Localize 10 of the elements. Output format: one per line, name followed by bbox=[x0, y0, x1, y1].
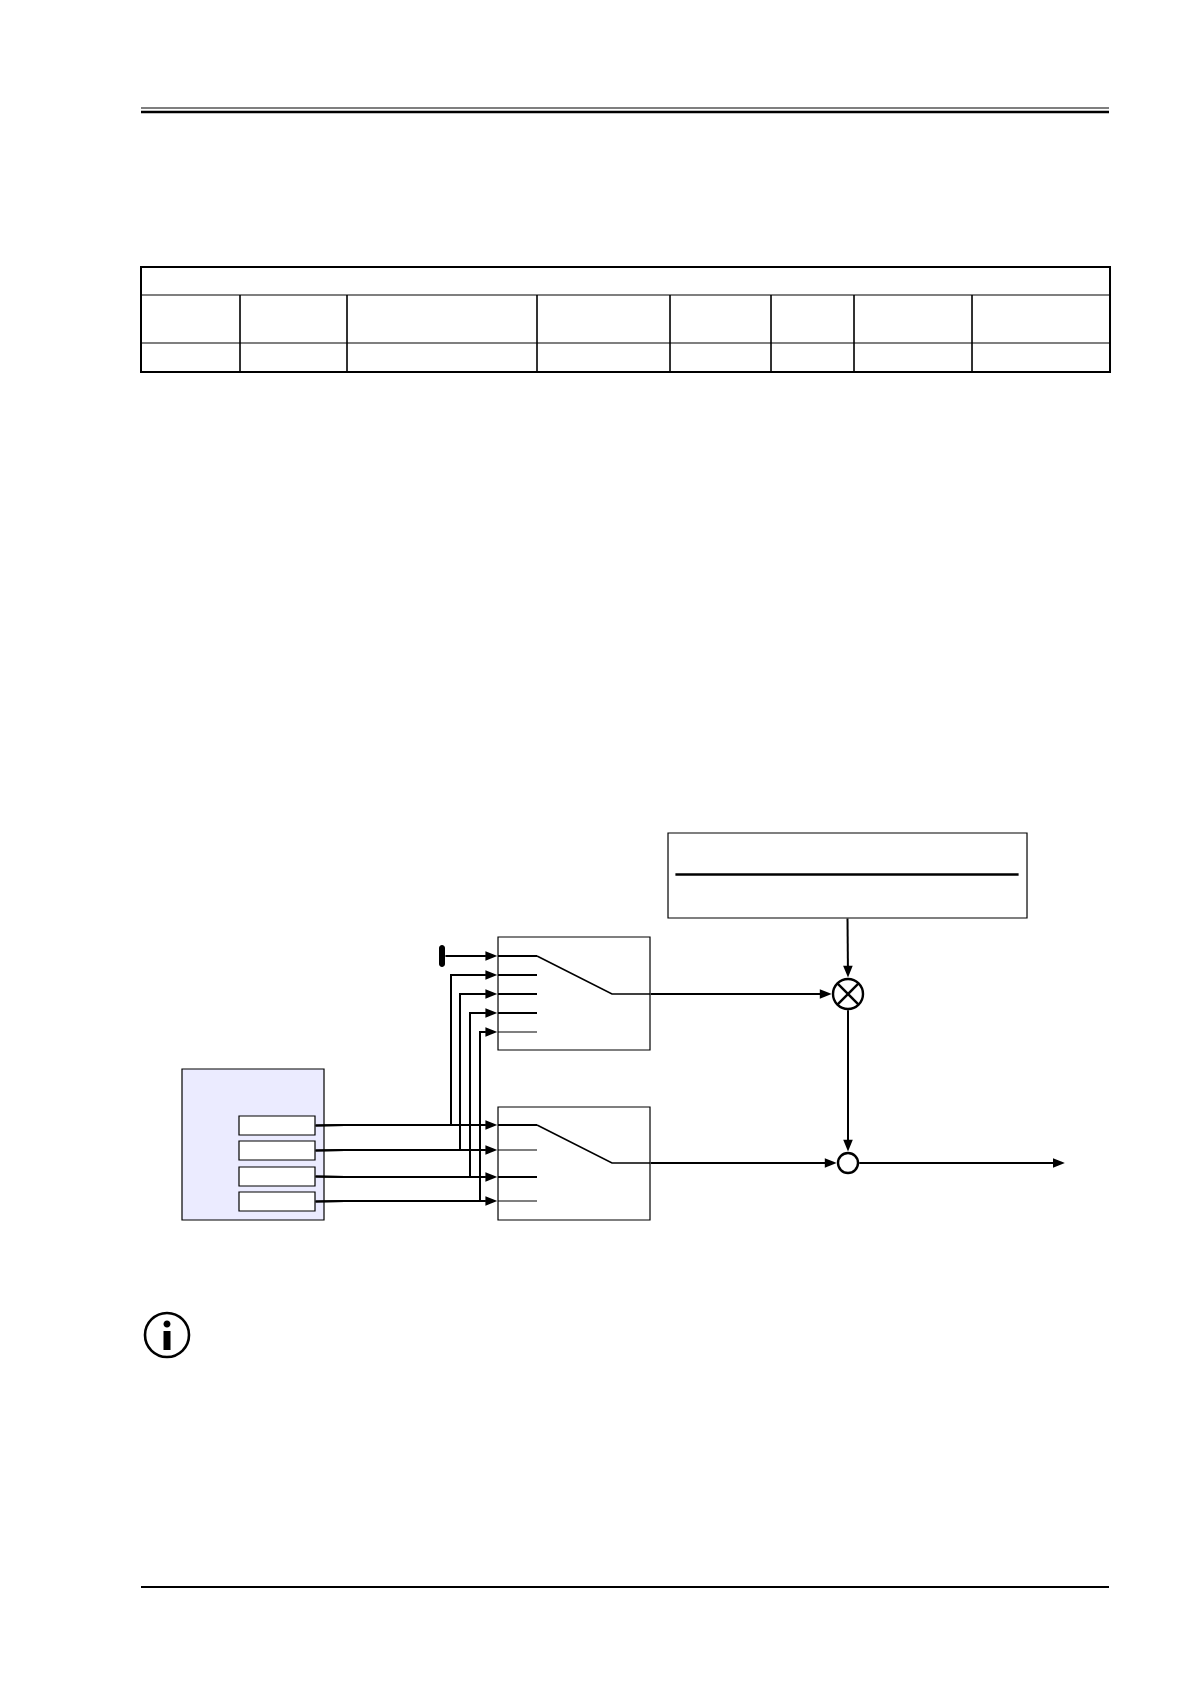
parameter-box bbox=[238, 1140, 316, 1161]
multiplier-circle bbox=[831, 977, 865, 1011]
switch-box bbox=[497, 1106, 651, 1221]
switch-box bbox=[497, 936, 651, 1051]
gain-box bbox=[667, 832, 1028, 919]
parameter-box bbox=[238, 1191, 316, 1212]
parameter-box bbox=[238, 1166, 316, 1187]
parameter-box bbox=[238, 1115, 316, 1136]
summing-circle bbox=[836, 1151, 860, 1175]
fixed-input-bar bbox=[439, 945, 445, 967]
